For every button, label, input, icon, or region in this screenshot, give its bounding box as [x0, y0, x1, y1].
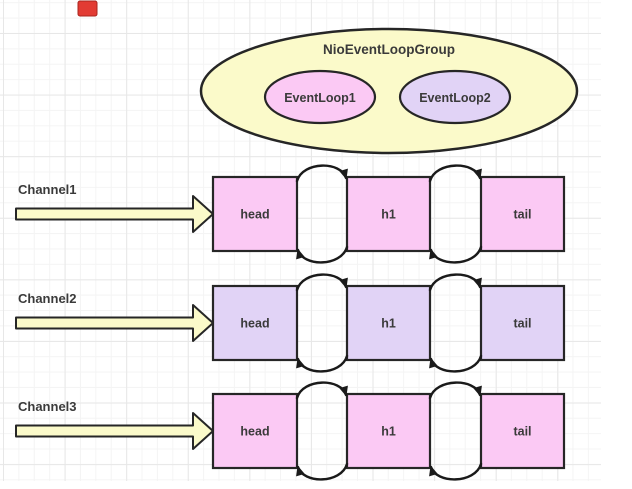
loop-arrow-bottom: [429, 245, 483, 264]
channel-2-arrow: [15, 304, 214, 342]
handler-label-head: head: [240, 208, 269, 222]
loop-arrow-bottom: [296, 462, 349, 481]
loop-arrow-bottom: [429, 354, 483, 373]
red-marker: [77, 0, 98, 17]
loop-arrow-top: [295, 164, 348, 183]
loop-arrow-top: [428, 381, 482, 400]
handler-box-tail: [479, 392, 566, 470]
event-loop-group-ellipse: [199, 27, 579, 155]
loop-arrow-bottom: [429, 462, 483, 481]
handler-label-tail: tail: [513, 425, 531, 439]
event-loop-1-ellipse: [263, 69, 377, 125]
handler-box-tail: [479, 284, 566, 362]
handler-label-tail: tail: [513, 317, 531, 331]
loop-arrow-top: [428, 164, 482, 183]
handler-box-head: [211, 392, 299, 470]
handler-box-h1: [345, 392, 432, 470]
channel-3-label: Channel3: [18, 399, 77, 414]
channel-2-label: Channel2: [18, 291, 77, 306]
loop-arrow-top: [295, 273, 348, 292]
handler-label-h1: h1: [381, 425, 396, 439]
handler-box-tail: [479, 175, 566, 253]
event-loop-2-label: EventLoop2: [419, 91, 491, 105]
channel-row-3: Channel3 head h1 tail: [15, 381, 566, 481]
handler-label-h1: h1: [381, 317, 396, 331]
handler-box-h1: [345, 175, 432, 253]
handler-box-head: [211, 284, 299, 362]
channel-row-2: Channel2 head h1 tail: [15, 273, 566, 373]
handler-label-head: head: [240, 317, 269, 331]
loop-arrow-bottom: [296, 245, 349, 264]
handler-label-head: head: [240, 425, 269, 439]
loop-arrow-top: [428, 273, 482, 292]
handler-box-h1: [345, 284, 432, 362]
event-loop-group-label: NioEventLoopGroup: [323, 42, 455, 57]
loop-arrow-top: [295, 381, 348, 400]
event-loop-1-label: EventLoop1: [284, 91, 356, 105]
channel-1-arrow: [15, 195, 214, 233]
channel-1-label: Channel1: [18, 182, 77, 197]
event-loop-2-ellipse: [398, 69, 512, 125]
loop-arrow-bottom: [296, 354, 349, 373]
channel-row-1: Channel1 head h1 tail: [15, 164, 566, 264]
handler-label-tail: tail: [513, 208, 531, 222]
channel-3-arrow: [15, 412, 214, 450]
handler-label-h1: h1: [381, 208, 396, 222]
handler-box-head: [211, 175, 299, 253]
